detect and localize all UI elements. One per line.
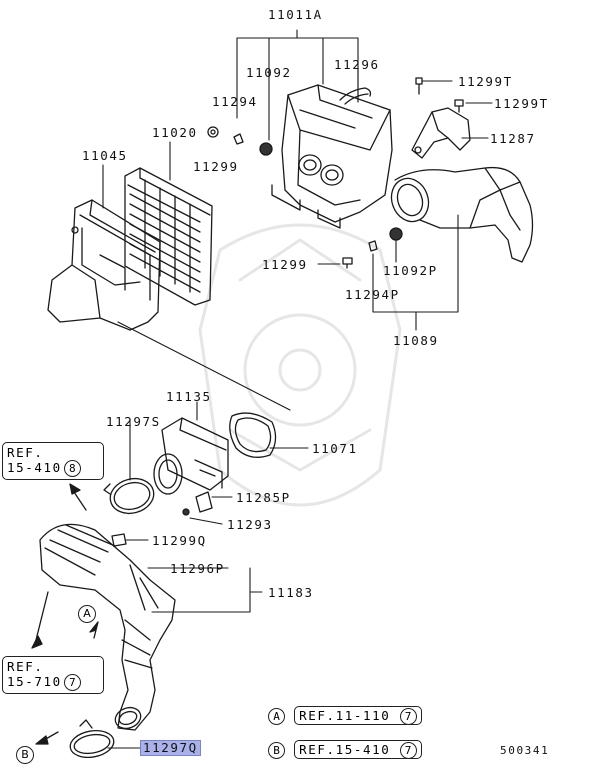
label-11294: 11294 [212,94,258,109]
marker-a: A [78,605,96,623]
label-11183: 11183 [268,585,314,600]
bolt-11299 [207,126,219,138]
label-11285P: 11285P [236,490,291,505]
bolt-11299Q [111,533,127,547]
part-11293 [182,508,190,516]
grommet-11092P [389,227,403,241]
legend-b: B REF.15-410 7 [268,740,422,759]
bolt-11299-b [342,257,353,269]
label-11299T-1: 11299T [458,74,513,89]
label-11299: 11299 [193,159,239,174]
ref-box-15-410-num: 8 [63,460,81,477]
ref-box-15-710-code: 15-710 [7,674,62,689]
ref-box-15-710-line1: REF. [7,659,44,674]
legend-a-letter: A [268,708,285,725]
watermark-emblem [198,223,402,507]
label-11045: 11045 [82,148,128,163]
label-11296P: 11296P [170,561,225,576]
label-11296: 11296 [334,57,380,72]
ref-box-15-410-line1: REF. [7,445,44,460]
airflow-sensor-11135 [153,417,229,495]
bracket-11287 [411,107,471,159]
filter-element-11020 [124,167,213,306]
bolt-11299T-1 [415,77,423,95]
label-11287: 11287 [490,131,536,146]
label-11092P: 11092P [383,263,438,278]
marker-b: B [16,746,34,764]
label-11071: 11071 [312,441,358,456]
label-11020: 11020 [152,125,198,140]
clamp-11297S [109,477,155,515]
ref-arrows [31,483,99,745]
legend-a-ref-text: REF.11-110 [299,708,391,723]
label-11089: 11089 [393,333,439,348]
lower-case-11045 [47,199,161,331]
label-11299Q: 11299Q [152,533,207,548]
label-11092: 11092 [246,65,292,80]
upper-case [271,84,393,229]
legend-b-ref[interactable]: REF.15-410 7 [294,740,422,759]
leader-lines [102,29,493,749]
gasket-11071 [229,412,277,458]
clip-11294P [368,240,378,252]
intake-hose-11183 [39,523,176,731]
clip-11285P [195,491,213,513]
grommet-11092 [259,142,273,156]
legend-a: A REF.11-110 7 [268,706,422,725]
legend-a-num: 7 [399,708,417,725]
label-11297Q: 11297Q [140,740,201,756]
bolt-11299T-2 [454,99,464,113]
label-11299T-2: 11299T [494,96,549,111]
label-11299-b: 11299 [262,257,308,272]
label-11135: 11135 [166,389,212,404]
diagram-code: 500341 [500,744,550,757]
ref-box-15-710-num: 7 [63,674,81,691]
clip-11294 [233,133,244,145]
clamp-11297Q [69,729,115,759]
label-11011A: 11011A [268,7,323,22]
label-11297S: 11297S [106,414,161,429]
intake-duct-11089 [390,166,534,263]
label-11293: 11293 [227,517,273,532]
ref-box-15-410-code: 15-410 [7,460,62,475]
legend-a-ref[interactable]: REF.11-110 7 [294,706,422,725]
legend-b-letter: B [268,742,285,759]
legend-b-num: 7 [399,742,417,759]
label-11294P: 11294P [345,287,400,302]
legend-b-ref-text: REF.15-410 [299,742,391,757]
